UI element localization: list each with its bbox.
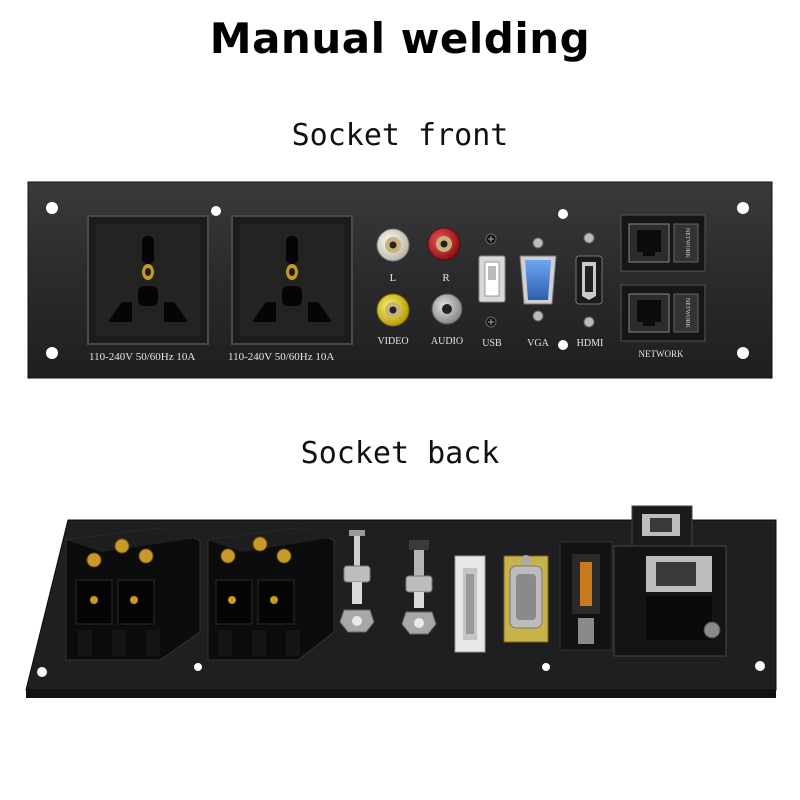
back-hdmi: [559, 541, 613, 651]
mounting-hole-icon: [737, 347, 749, 359]
vga-port: [519, 237, 557, 322]
usb-port: [478, 233, 506, 328]
back-network-port-1: [631, 505, 693, 547]
back-rca-right: [401, 540, 437, 635]
mounting-hole-icon: [542, 663, 550, 671]
back-panel-illustration: [25, 505, 777, 698]
mounting-hole-icon: [211, 206, 221, 216]
power-socket-2: [231, 215, 353, 345]
usb-label: USB: [482, 338, 502, 349]
video-label: VIDEO: [377, 336, 408, 347]
mounting-hole-icon: [558, 340, 568, 350]
audio-jack: [431, 293, 463, 325]
audio-label: AUDIO: [431, 336, 463, 347]
back-vga: [503, 555, 549, 643]
rca-right-jack: [427, 227, 461, 261]
network-port-1: [620, 214, 706, 272]
mounting-hole-icon: [194, 663, 202, 671]
rca-r-label: R: [442, 272, 450, 284]
vga-label: VGA: [527, 338, 549, 349]
mounting-hole-icon: [737, 202, 749, 214]
rca-left-jack: [376, 228, 410, 262]
network-port-label-1: NETWORK: [684, 228, 690, 259]
power-rating-label-1: 110-240V 50/60Hz 10A: [89, 351, 195, 363]
network-port-2: [620, 284, 706, 342]
back-power-socket-1: [65, 527, 201, 661]
mounting-hole-icon: [37, 667, 47, 677]
network-port-label-2: NETWORK: [684, 298, 690, 329]
back-usb: [454, 555, 486, 653]
socket-back-label: Socket back: [300, 436, 500, 471]
back-network-port-2: [613, 545, 727, 657]
socket-front-label: Socket front: [291, 118, 509, 153]
hdmi-port: [575, 232, 603, 328]
hdmi-label: HDMI: [577, 338, 604, 349]
network-label: NETWORK: [639, 349, 684, 359]
rca-l-label: L: [390, 272, 397, 284]
mounting-hole-icon: [755, 661, 765, 671]
power-socket-1: [87, 215, 209, 345]
mounting-hole-icon: [46, 347, 58, 359]
mounting-hole-icon: [46, 202, 58, 214]
back-rca-left: [339, 530, 375, 633]
video-jack: [376, 293, 410, 327]
power-rating-label-2: 110-240V 50/60Hz 10A: [228, 351, 334, 363]
back-power-socket-2: [207, 527, 335, 661]
page-title: Manual welding: [209, 14, 591, 63]
mounting-hole-icon: [558, 209, 568, 219]
